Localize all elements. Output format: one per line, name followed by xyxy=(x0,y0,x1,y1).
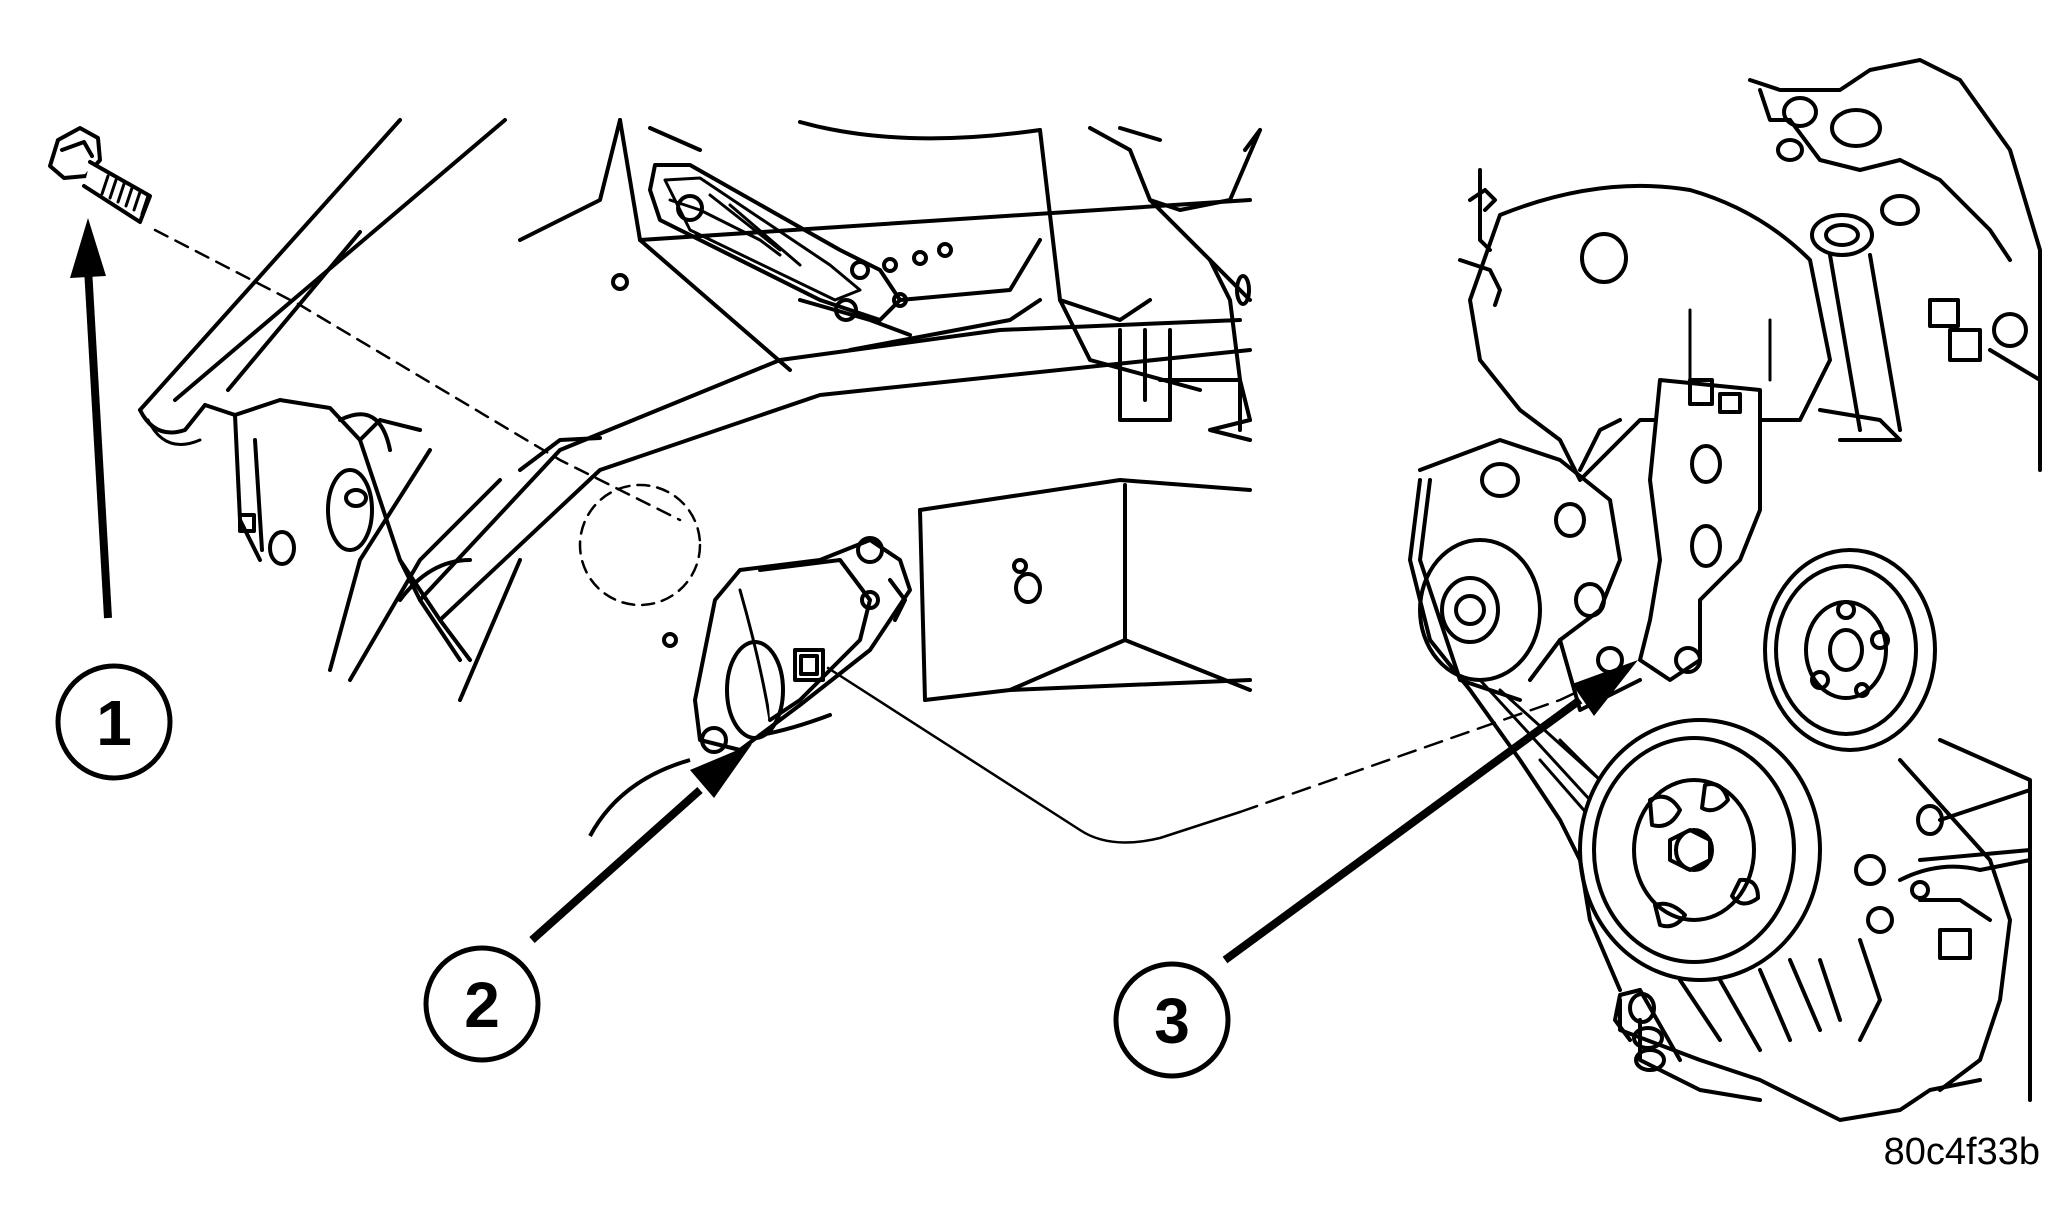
callout-1-arrow xyxy=(84,267,112,619)
bolt xyxy=(48,126,152,224)
callout-2-pointer xyxy=(588,758,691,837)
callout-1-arrowhead xyxy=(70,218,106,278)
callout-1: 1 xyxy=(55,663,173,781)
callout-arrows xyxy=(70,218,1638,964)
figure-id: 80c4f33b xyxy=(1884,1131,2040,1173)
callout-3: 3 xyxy=(1113,961,1231,1079)
mount-location-outline xyxy=(578,483,702,607)
callout-2-number: 2 xyxy=(464,969,500,1041)
callout-2-arrowhead xyxy=(690,744,752,798)
callout-3-arrowhead xyxy=(1572,660,1638,716)
inner-fender-structure xyxy=(518,118,1262,442)
callout-1-circle xyxy=(55,663,173,781)
mount-to-bracket-line xyxy=(826,666,1242,844)
shock-tower-panel xyxy=(918,478,1252,702)
callout-2: 2 xyxy=(423,945,541,1063)
frame-rail xyxy=(138,118,1252,702)
engine-assembly xyxy=(1408,58,2042,1122)
structural-mount xyxy=(662,536,912,754)
callout-3-number: 3 xyxy=(1154,985,1190,1057)
callout-1-number: 1 xyxy=(96,687,132,759)
callout-2-arrow xyxy=(529,787,703,943)
callout-2-circle xyxy=(423,945,541,1063)
callout-3-arrow xyxy=(1222,696,1583,964)
callout-3-circle xyxy=(1113,961,1231,1079)
bolt-alignment-line xyxy=(153,228,682,522)
